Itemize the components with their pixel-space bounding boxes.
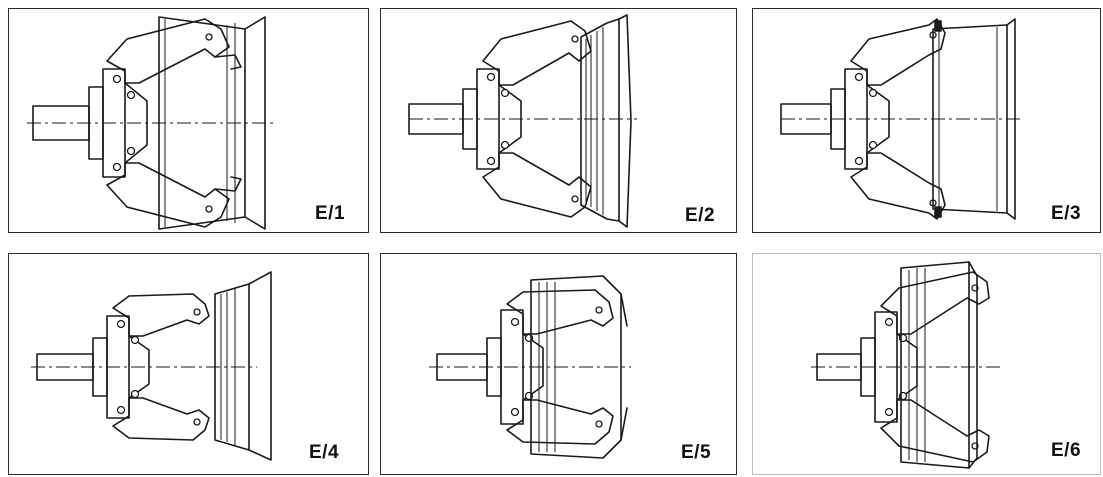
wheel-clamp-drawing <box>780 18 1021 220</box>
wheel-clamp-drawing <box>429 275 631 459</box>
diagram-panel-e6: E/6 <box>752 253 1101 475</box>
wheel-clamp-drawing <box>811 261 1003 469</box>
diagram-panel-e4: E/4 <box>8 253 369 475</box>
wheel-clamp-drawing <box>31 271 272 461</box>
diagram-panel-e3: E/3 <box>752 8 1101 233</box>
diagram-panel-e5: E/5 <box>380 253 737 475</box>
panel-label: E/1 <box>315 203 346 224</box>
panel-label: E/4 <box>309 442 340 463</box>
panel-label: E/6 <box>1051 440 1082 461</box>
panel-label: E/3 <box>1051 203 1082 224</box>
panel-label: E/5 <box>681 442 712 463</box>
diagram-panel-e2: E/2 <box>380 8 737 233</box>
wheel-clamp-drawing <box>408 14 637 228</box>
diagram-panel-e1: E/1 <box>8 8 369 233</box>
panel-label: E/2 <box>685 205 716 226</box>
wheel-clamp-drawing <box>27 16 274 230</box>
